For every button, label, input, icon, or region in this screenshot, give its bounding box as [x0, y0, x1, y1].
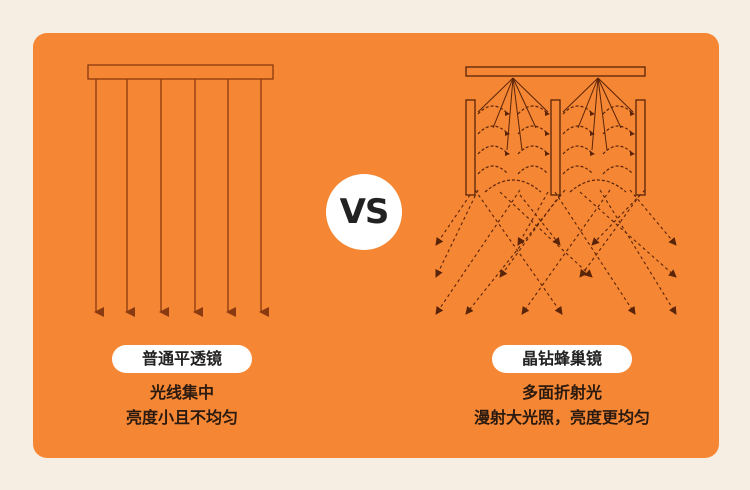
vs-badge: VS [326, 174, 402, 250]
flat-lens-desc-line: 亮度小且不均匀 [125, 408, 238, 427]
flat-lens-desc-line: 光线集中 [149, 383, 214, 402]
honeycomb-cells-left [477, 105, 549, 193]
honeycomb-lens-description: 多面折射光 漫射大光照，亮度更均匀 [432, 380, 692, 430]
honeycomb-lens-title: 晶钻蜂巢镜 [492, 345, 632, 373]
honeycomb-top-bar [465, 66, 646, 77]
honeycomb-lens-desc-line: 多面折射光 [521, 383, 602, 402]
diffused-rays [435, 189, 677, 315]
honeycomb-side-panel [635, 99, 646, 196]
flat-lens-bar [87, 64, 274, 80]
honeycomb-side-panel [465, 99, 476, 196]
flat-lens-description: 光线集中 亮度小且不均匀 [82, 380, 282, 430]
flat-lens-title: 普通平透镜 [112, 345, 252, 373]
honeycomb-lens-desc-line: 漫射大光照，亮度更均匀 [473, 408, 650, 427]
flat-lens-diagram [87, 64, 274, 317]
honeycomb-cells-right [562, 105, 634, 193]
honeycomb-side-panel [550, 99, 561, 196]
honeycomb-lens-diagram [435, 66, 677, 315]
